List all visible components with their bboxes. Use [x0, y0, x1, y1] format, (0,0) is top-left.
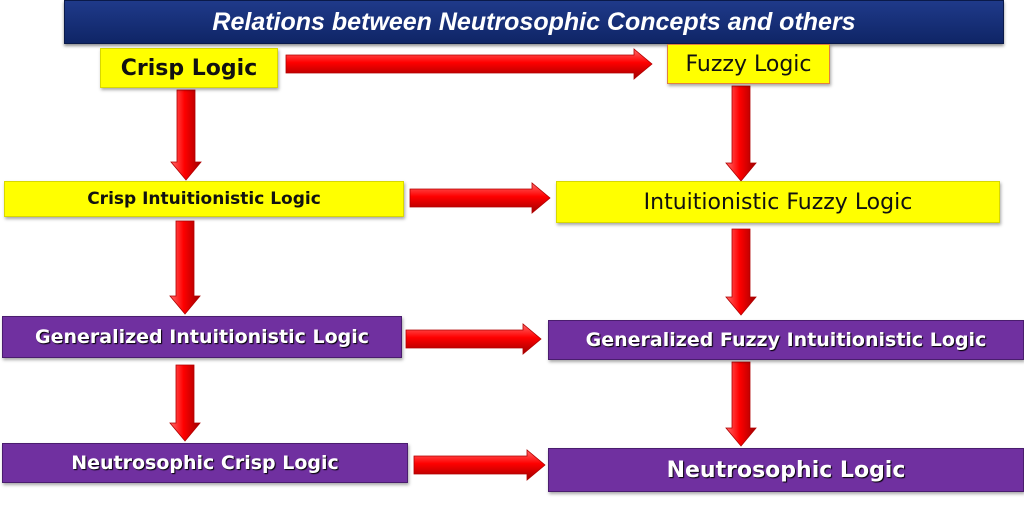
arrow-intuitionistic-fuzzy-logic-to-generalized-fuzzy-intuitionistic-logic — [725, 228, 757, 316]
node-generalized-fuzzy-intuitionistic-logic: Generalized Fuzzy Intuitionistic Logic — [548, 320, 1024, 360]
arrow-crisp-intuitionistic-logic-to-intuitionistic-fuzzy-logic — [409, 182, 551, 214]
arrow-crisp-logic-to-fuzzy-logic — [285, 48, 653, 80]
arrow-generalized-intuitionistic-logic-to-generalized-fuzzy-intuitionistic-logic — [405, 323, 542, 355]
node-crisp-logic: Crisp Logic — [100, 48, 278, 88]
node-fuzzy-logic: Fuzzy Logic — [667, 44, 830, 84]
arrow-generalized-intuitionistic-logic-to-neutrosophic-crisp-logic — [169, 364, 201, 442]
arrow-crisp-intuitionistic-logic-to-generalized-intuitionistic-logic — [169, 220, 201, 315]
arrow-neutrosophic-crisp-logic-to-neutrosophic-logic — [413, 449, 546, 481]
node-crisp-intuitionistic-logic: Crisp Intuitionistic Logic — [4, 181, 404, 217]
node-intuitionistic-fuzzy-logic: Intuitionistic Fuzzy Logic — [556, 181, 1000, 223]
arrow-generalized-fuzzy-intuitionistic-logic-to-neutrosophic-logic — [725, 361, 757, 447]
node-neutrosophic-crisp-logic: Neutrosophic Crisp Logic — [2, 443, 408, 483]
arrow-crisp-logic-to-crisp-intuitionistic-logic — [170, 89, 202, 181]
node-neutrosophic-logic: Neutrosophic Logic — [548, 448, 1024, 492]
diagram-title: Relations between Neutrosophic Concepts … — [64, 0, 1004, 44]
arrow-fuzzy-logic-to-intuitionistic-fuzzy-logic — [725, 85, 757, 182]
node-generalized-intuitionistic-logic: Generalized Intuitionistic Logic — [2, 316, 402, 358]
